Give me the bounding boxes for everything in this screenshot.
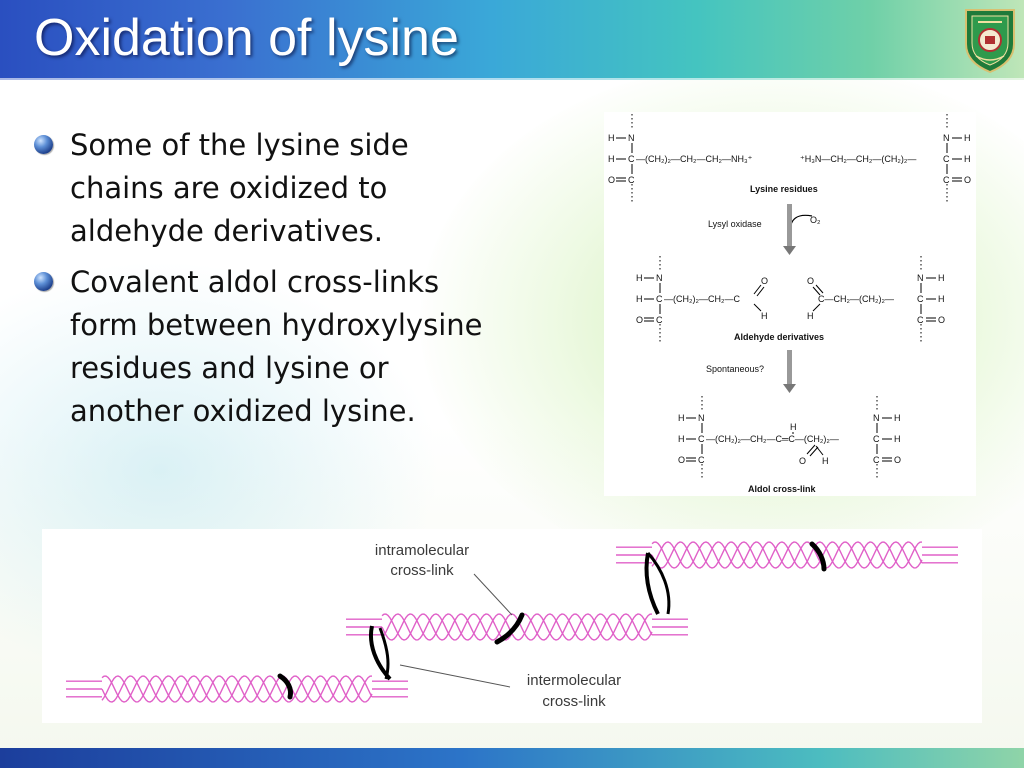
reaction-arrowhead [783,246,796,255]
crosslink-mark [809,541,827,572]
atom-label: O [761,276,768,286]
collagen-fibril [616,541,958,569]
atom-label: H [761,311,768,321]
footer-bar [0,748,1024,768]
chain-text: C—CH₂—(CH₂)₂— [818,294,894,304]
atom-label: H [807,311,814,321]
atom-label: C [698,434,705,444]
atom-label: C [943,154,950,164]
reagent-label: O₂ [810,215,821,225]
atom-label: H [938,294,945,304]
bullet-item: Covalent aldol cross-links form between … [34,261,484,433]
sphere-bullet-icon [34,272,53,291]
atom-label: N [698,413,705,423]
bullet-text: Covalent aldol cross-links form between … [70,265,483,428]
atom-label: H [894,413,901,423]
intermolecular-crosslink [646,552,671,615]
crosslink-mark [277,673,293,700]
atom-label: N [628,133,635,143]
atom-label: N [873,413,880,423]
reaction-arrow [787,204,792,246]
atom-label: C [873,455,880,465]
bullet-item: Some of the lysine side chains are oxidi… [34,124,484,253]
atom-label: H [894,434,901,444]
bullet-text: Some of the lysine side chains are oxidi… [70,128,409,248]
atom-label: O [938,315,945,325]
atom-label: C [628,175,635,185]
reaction-arrowhead [783,384,796,393]
intermolecular-crosslink [644,552,660,615]
sphere-bullet-icon [34,135,53,154]
enzyme-label: Lysyl oxidase [708,219,762,229]
atom-label: C [873,434,880,444]
atom-label: O [964,175,971,185]
atom-label: O [894,455,901,465]
atom-label: C [917,315,924,325]
step-label: Spontaneous? [706,364,764,374]
chain-text: ⁺H₃N—CH₂—CH₂—(CH₂)₂— [800,154,916,164]
chain-text: —(CH₂)₂—CH₂—C [664,294,740,304]
atom-label: O [636,315,643,325]
atom-label: N [943,133,950,143]
atom-label: N [917,273,924,283]
atom-label: H [938,273,945,283]
atom-label: O [807,276,814,286]
label-leader-line [473,573,513,616]
atom-label: N [656,273,663,283]
slide-title: Oxidation of lysine [34,9,459,67]
lysine-oxidation-diagram: H N H C O C —(CH₂)₂—CH₂—CH₂—NH₃⁺ ⁺H₃N—CH… [604,112,976,496]
chain-text: —(CH₂)₂—CH₂—CH₂—NH₃⁺ [636,154,753,164]
stage-label: Aldol cross-link [748,484,817,494]
university-crest-icon [962,6,1018,74]
collagen-crosslink-figure: intramolecular cross-link intermolecular… [42,529,982,723]
atom-label: H [790,422,797,432]
atom-label: H [678,413,685,423]
intermolecular-label: cross-link [542,693,606,710]
atom-label: H [608,154,615,164]
collagen-fibril [66,675,408,703]
crosslink-mark [494,612,525,645]
atom-label: O [799,456,806,466]
atom-label: O [678,455,685,465]
atom-label: H [964,154,971,164]
oxygen-arc [789,214,813,233]
bullet-list: Some of the lysine side chains are oxidi… [34,124,484,441]
atom-label: H [636,273,643,283]
atom-label: H [822,456,829,466]
atom-label: C [628,154,635,164]
intramolecular-label: intramolecular [375,542,469,559]
atom-label: H [678,434,685,444]
stage-label: Aldehyde derivatives [734,332,824,342]
title-bar: Oxidation of lysine [0,0,1024,80]
chain-text: —(CH₂)₂—CH₂—C═C—(CH₂)₂— [706,434,839,444]
atom-label: C [656,294,663,304]
intermolecular-crosslink [378,627,390,680]
atom-label: H [964,133,971,143]
atom-label: C [943,175,950,185]
label-leader-line [399,664,511,688]
atom-label: C [698,455,705,465]
atom-label: H [608,133,615,143]
reaction-arrow [787,350,792,384]
atom-label: H [636,294,643,304]
atom-label: C [656,315,663,325]
intermolecular-label: intermolecular [527,672,621,689]
stage-label: Lysine residues [750,184,818,194]
atom-label: C [917,294,924,304]
intramolecular-label: cross-link [390,562,454,579]
atom-label: O [608,175,615,185]
